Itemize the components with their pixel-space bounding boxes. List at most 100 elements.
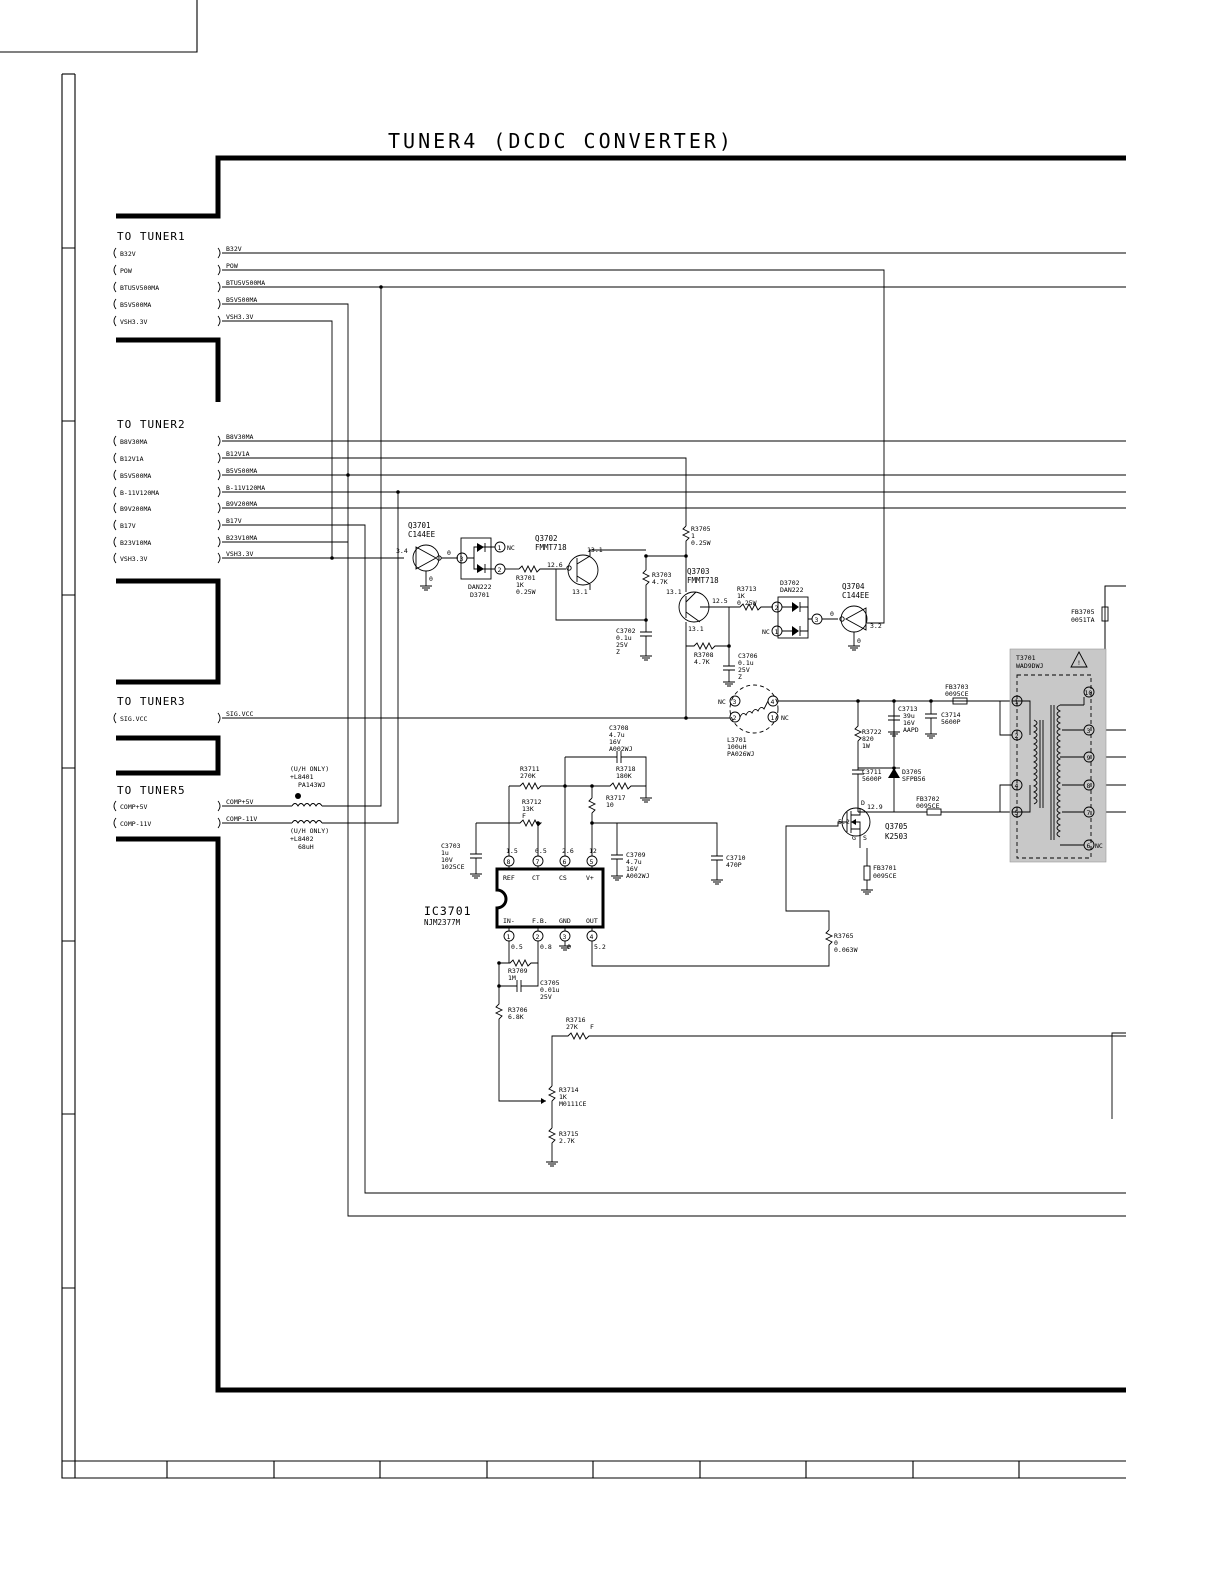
svg-text:C3703: C3703: [441, 842, 461, 850]
resistor-r3722: R3722 820 1W: [853, 701, 882, 768]
pin-label: B8V30MA: [120, 438, 147, 446]
svg-text:Q3701: Q3701: [408, 521, 431, 530]
l8402-ref: +L8402: [290, 835, 314, 843]
resistor-r3705: R3705 1 0.25W: [646, 525, 711, 557]
pin-label: B12V1A: [120, 455, 144, 463]
resistor-r3709: R3709 1M: [499, 943, 539, 982]
svg-text:Q3704: Q3704: [842, 582, 865, 591]
net-label: POW: [226, 262, 238, 270]
svg-text:5: 5: [590, 858, 594, 866]
resistor-r3717: R3717 10: [564, 757, 626, 856]
svg-text:DAN222: DAN222: [468, 583, 492, 591]
diode-d3705: D3705 SFPB56: [888, 701, 926, 812]
svg-text:A002WJ: A002WJ: [609, 745, 633, 753]
net-label: SIG.VCC: [226, 710, 253, 718]
bus-wires: [222, 252, 1126, 1217]
svg-text:CT: CT: [532, 874, 540, 882]
svg-text:820: 820: [862, 735, 874, 743]
svg-text:6: 6: [563, 858, 567, 866]
svg-text:1K: 1K: [559, 1093, 567, 1101]
svg-text:R3718: R3718: [616, 765, 636, 773]
svg-text:10: 10: [606, 801, 614, 809]
svg-text:0.8: 0.8: [540, 943, 552, 951]
coil-l3701: 3 4 2 1 NC NC L3701 100uH PA026WJ: [686, 684, 1012, 758]
svg-text:3.2: 3.2: [870, 622, 882, 630]
svg-text:0: 0: [567, 943, 571, 951]
svg-text:WAD9DWJ: WAD9DWJ: [1016, 662, 1043, 670]
svg-text:1: 1: [771, 714, 775, 722]
svg-text:REF: REF: [503, 874, 515, 882]
svg-text:FB3703: FB3703: [945, 683, 969, 691]
capacitor-c3711: C3711 5600P: [852, 767, 894, 812]
ic-pin-bottom: 10.5IN-: [503, 917, 523, 951]
svg-text:25V: 25V: [616, 641, 628, 649]
svg-text:4.7u: 4.7u: [609, 731, 625, 739]
l8401-note: (U/H ONLY): [290, 765, 329, 773]
l8402-part: 68uH: [298, 843, 314, 851]
svg-text:M0111CE: M0111CE: [559, 1100, 586, 1108]
svg-text:4.7K: 4.7K: [694, 658, 710, 666]
ic-ic3701: IC3701 NJM2377M 81.5REF10.5IN-70.5CT20.8…: [424, 847, 606, 951]
svg-text:DAN222: DAN222: [780, 586, 804, 594]
svg-text:16V: 16V: [609, 738, 621, 746]
resistor-r3706: R3706 6.8K: [494, 986, 546, 1102]
resistor-r3716: R3716 27K F: [551, 1016, 1126, 1086]
svg-text:FMMT718: FMMT718: [687, 576, 719, 585]
svg-text:Q3705: Q3705: [885, 822, 908, 831]
svg-text:25V: 25V: [540, 993, 552, 1001]
pin-label: VSH3.3V: [120, 555, 147, 563]
diode-d3701: 3 1 2 NC DAN222 D3701: [456, 537, 519, 599]
transistor-q3703: Q3703 FMMT718 13.1 12.5 13.1: [666, 556, 729, 718]
svg-text:F: F: [522, 812, 526, 820]
svg-text:2: 2: [498, 566, 502, 574]
svg-text:4: 4: [590, 933, 594, 941]
pin-label: B-11V120MA: [120, 489, 159, 497]
svg-text:12.9: 12.9: [867, 803, 883, 811]
svg-text:4: 4: [771, 698, 775, 706]
l8401-ref: +L8401: [290, 773, 314, 781]
svg-text:1025CE: 1025CE: [441, 863, 465, 871]
svg-text:1.5: 1.5: [506, 847, 518, 855]
svg-text:Z: Z: [738, 673, 742, 681]
l8401-part: PA143WJ: [298, 781, 325, 789]
coil-l8401: (U/H ONLY) +L8401 PA143WJ: [290, 765, 329, 807]
svg-text:3: 3: [460, 555, 464, 563]
svg-text:C144EE: C144EE: [408, 530, 436, 539]
svg-text:Q3703: Q3703: [687, 567, 710, 576]
svg-text:0095CE: 0095CE: [916, 802, 940, 810]
svg-text:10V: 10V: [441, 856, 453, 864]
svg-text:G: G: [852, 834, 856, 842]
svg-text:C3713: C3713: [898, 705, 918, 713]
svg-text:12.5: 12.5: [712, 597, 728, 605]
resistor-r3713: R3713 1K 0.25W: [729, 585, 773, 612]
svg-text:C3710: C3710: [726, 854, 746, 862]
capacitor-c3702: C3702 0.1u 25V Z: [616, 627, 652, 661]
svg-text:GND: GND: [559, 917, 571, 925]
svg-text:6: 6: [1087, 842, 1091, 850]
connector-heading-tuner1: TO TUNER1: [117, 230, 186, 243]
pin-label: B17V: [120, 522, 136, 530]
net-label: B12V1A: [226, 450, 250, 458]
svg-text:1: 1: [507, 933, 511, 941]
pin-label: B9V200MA: [120, 505, 151, 513]
capacitor-c3710: C3710 470P: [617, 822, 746, 885]
diagram-title: TUNER4 (DCDC CONVERTER): [388, 129, 734, 153]
net-label: B5V500MA: [226, 467, 257, 475]
svg-text:3: 3: [815, 616, 819, 624]
net-label: VSH3.3V: [226, 550, 253, 558]
svg-text:C3702: C3702: [616, 627, 636, 635]
svg-text:2: 2: [733, 714, 737, 722]
svg-text:3.4: 3.4: [396, 547, 408, 555]
transistor-q3702: Q3702 FMMT718 12.6 13.1 13.1: [535, 534, 646, 621]
svg-text:C3705: C3705: [540, 979, 560, 987]
svg-text:R3714: R3714: [559, 1086, 579, 1094]
transformer-t3701: T3701 WAD9DWJ ! 1 2 4 5 10 3 9 8 7 6 NC: [999, 648, 1107, 863]
connector-heading-tuner5: TO TUNER5: [117, 784, 186, 797]
svg-text:2: 2: [775, 604, 779, 612]
svg-text:PA026WJ: PA026WJ: [727, 750, 754, 758]
